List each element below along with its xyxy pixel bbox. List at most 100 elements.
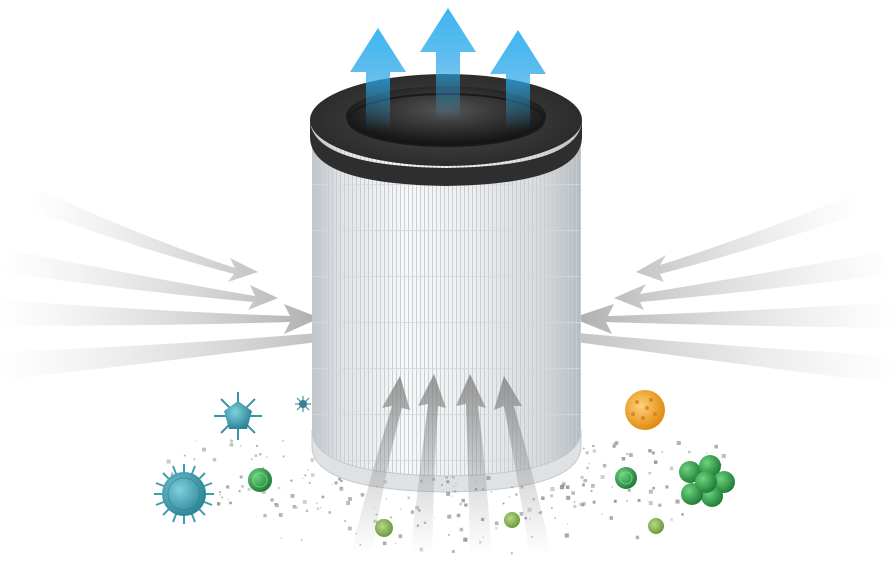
dust-speck	[582, 479, 587, 483]
dust-speck	[482, 536, 484, 538]
dust-speck	[515, 493, 518, 496]
intake-arrow-icon	[30, 190, 258, 282]
dust-speck	[262, 467, 265, 469]
dust-speck	[532, 498, 535, 501]
dust-speck	[420, 479, 423, 483]
dust-speck	[375, 513, 378, 516]
intake-arrow-icon	[636, 196, 860, 282]
dust-speck	[541, 496, 545, 500]
dust-speck	[360, 493, 365, 497]
dust-speck	[613, 499, 617, 503]
dust-speck	[648, 501, 653, 506]
dust-speck	[461, 498, 465, 503]
dust-speck	[580, 475, 584, 479]
dust-speck	[464, 503, 468, 507]
dust-speck	[229, 442, 234, 447]
dust-speck	[340, 486, 343, 490]
intake-arrow-icon	[0, 322, 365, 380]
dust-speck	[592, 449, 596, 453]
dust-speck	[453, 485, 455, 487]
dust-speck	[561, 483, 565, 487]
dust-speck	[308, 482, 311, 484]
intake-arrow-icon	[456, 374, 492, 555]
dust-speck	[400, 508, 402, 510]
dust-speck	[307, 469, 309, 471]
dust-speck	[241, 485, 244, 488]
dust-speck	[310, 473, 315, 477]
dust-speck	[494, 521, 499, 526]
dust-speck	[479, 541, 482, 544]
dust-speck	[407, 496, 410, 500]
dust-speck	[238, 490, 241, 493]
bacteria-cluster-icon	[679, 455, 735, 507]
dust-speck	[445, 476, 448, 479]
clean-air-output-arrows	[350, 8, 546, 130]
dust-speck	[446, 480, 450, 484]
dust-speck	[348, 497, 352, 501]
right-intake-arrows	[522, 196, 894, 384]
dust-speck	[609, 516, 613, 520]
dust-speck	[539, 511, 543, 514]
dust-speck	[183, 454, 186, 457]
dust-speck	[612, 443, 617, 447]
dust-speck	[519, 512, 524, 516]
dust-speck	[193, 458, 196, 461]
dust-speck	[637, 499, 641, 502]
virus-particle-icon	[214, 392, 262, 440]
dust-speck	[380, 518, 382, 521]
dust-speck	[202, 447, 206, 452]
intake-arrow-icon	[522, 322, 894, 384]
dust-speck	[612, 445, 616, 448]
dust-speck	[278, 513, 283, 517]
dust-speck	[305, 509, 309, 512]
dust-speck	[263, 514, 267, 518]
dust-speck	[600, 475, 605, 479]
dust-speck	[302, 500, 307, 504]
dust-speck	[300, 539, 303, 541]
pollen-icon	[625, 390, 665, 430]
dust-speck	[296, 506, 298, 509]
dust-speck	[490, 491, 492, 493]
dust-speck	[453, 490, 457, 493]
dust-speck	[495, 527, 498, 530]
dust-speck	[459, 527, 464, 532]
dust-speck	[627, 488, 631, 492]
dust-speck	[681, 513, 684, 516]
left-intake-arrows	[0, 190, 365, 380]
dust-speck	[591, 484, 595, 488]
dust-speck	[282, 455, 285, 458]
virus-particle-icon	[295, 396, 311, 412]
dust-speck	[670, 518, 673, 521]
dust-speck	[584, 479, 588, 482]
dust-speck	[665, 485, 669, 489]
dust-speck	[721, 463, 723, 465]
dust-speck	[451, 495, 453, 497]
dust-speck	[166, 459, 171, 464]
dust-speck	[346, 501, 351, 505]
dust-speck	[256, 444, 259, 447]
dust-speck	[344, 520, 347, 522]
bacteria-cluster-icon	[248, 468, 272, 492]
dust-speck	[419, 547, 424, 552]
dust-speck	[585, 451, 589, 455]
dust-speck	[373, 507, 375, 509]
dust-speck	[551, 507, 553, 509]
dust-speck	[452, 490, 454, 492]
clean-air-arrow-icon	[420, 8, 476, 122]
dust-speck	[566, 495, 571, 500]
dust-speck	[588, 463, 590, 465]
dust-speck	[550, 487, 555, 492]
dust-speck	[315, 502, 318, 505]
dust-speck	[661, 451, 664, 453]
intake-arrow-icon	[0, 300, 320, 334]
dust-speck	[706, 452, 708, 454]
dust-speck	[251, 458, 253, 460]
dust-speck	[382, 541, 387, 546]
dust-speck	[226, 485, 230, 489]
dust-speck	[376, 485, 378, 487]
filter-cartridge-icon	[310, 74, 582, 493]
dust-speck	[475, 488, 478, 491]
dust-speck	[554, 517, 556, 519]
dust-speck	[653, 460, 658, 464]
